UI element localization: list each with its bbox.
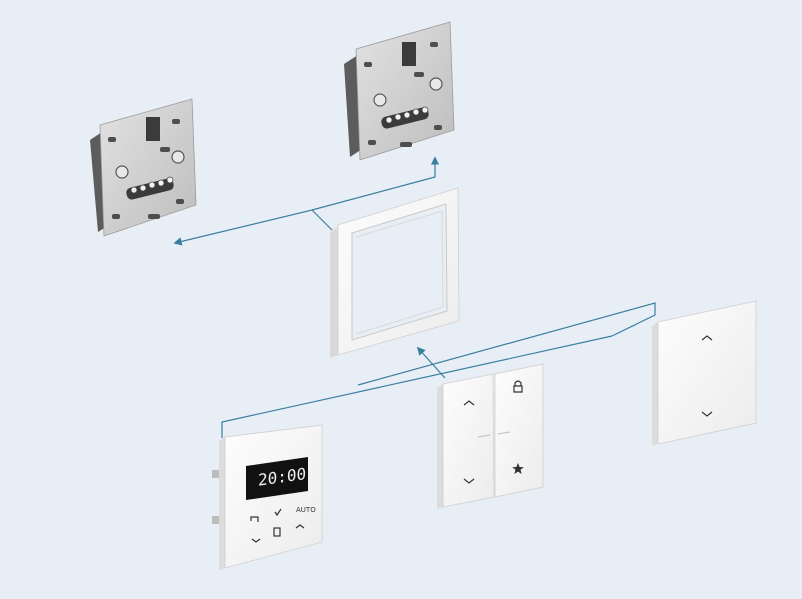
chevron-down-icon[interactable] [251, 538, 261, 543]
flush-mount-insert-right [344, 21, 455, 161]
single-rocker-face[interactable] [657, 300, 757, 445]
thermostat-side-clip [212, 516, 219, 524]
chevron-up-icon [463, 400, 475, 406]
connector-rocker-to-frame [416, 346, 446, 379]
insert-right-screw [373, 93, 387, 107]
cover-frame [330, 187, 460, 358]
single-rocker-switch [652, 300, 757, 446]
connector-frame-to-right-insert [311, 156, 440, 211]
connector-thermostat-line [221, 335, 613, 438]
double-rocker-switch [437, 363, 544, 509]
thermostat-display [246, 457, 308, 500]
chevron-down-icon [701, 411, 713, 417]
star-icon [512, 463, 524, 474]
window-icon[interactable] [273, 527, 281, 537]
insert-right-screw [429, 77, 443, 91]
single-rocker-side [652, 322, 658, 446]
thermostat-auto-label: AUTO [296, 506, 316, 514]
thermostat-face [224, 424, 323, 569]
insert-left-screw [171, 150, 185, 164]
double-rocker-led-right [497, 431, 511, 435]
chevron-up-icon[interactable] [295, 524, 305, 529]
insert-left-screw [115, 165, 129, 179]
connector-frame-to-left-insert [173, 209, 333, 246]
thermostat-side-clip [212, 470, 219, 478]
insert-left-plate [99, 98, 197, 237]
chevron-up-icon [701, 335, 713, 341]
room-thermostat-panel: 20:00 AUTO [212, 424, 323, 570]
double-rocker-right[interactable] [494, 363, 544, 498]
flush-mount-insert-left [90, 98, 197, 237]
double-rocker-left[interactable] [442, 373, 495, 508]
insert-right-plate [355, 21, 455, 161]
back-arrow-icon[interactable] [250, 516, 259, 522]
double-rocker-led-left [477, 434, 491, 438]
check-icon[interactable] [274, 508, 282, 517]
connector-single-rocker-line [357, 302, 656, 386]
chevron-down-icon [463, 478, 475, 484]
cover-frame-inner-lip [355, 210, 444, 335]
double-rocker-side [437, 384, 443, 509]
cover-frame-side [330, 225, 338, 358]
insert-left-top-clamp [146, 117, 160, 141]
lock-icon [513, 380, 523, 393]
cover-frame-opening [351, 203, 448, 341]
thermostat-side [219, 437, 225, 570]
insert-right-top-clamp [402, 42, 416, 66]
thermostat-icon-row [250, 508, 305, 543]
connector-lines [173, 156, 656, 438]
